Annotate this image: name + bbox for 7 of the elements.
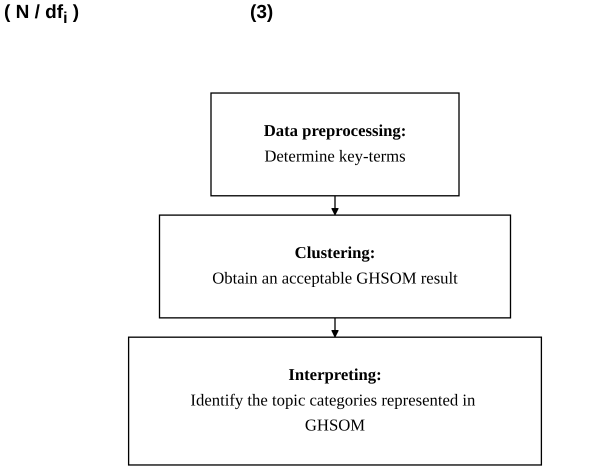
arrow [331, 318, 339, 338]
equation-text: ( N / df$_{i}$ ) [4, 2, 80, 28]
step-text: Interpreting: Identify the topic categories represented in GHSOM [189, 365, 476, 437]
equation-number: (3) [250, 2, 274, 24]
step-text: Data preprocessing: Determine key-terms [264, 121, 406, 168]
step-text: Clustering: Obtain an acceptable GHSOM result [212, 243, 458, 290]
arrow [331, 196, 339, 216]
